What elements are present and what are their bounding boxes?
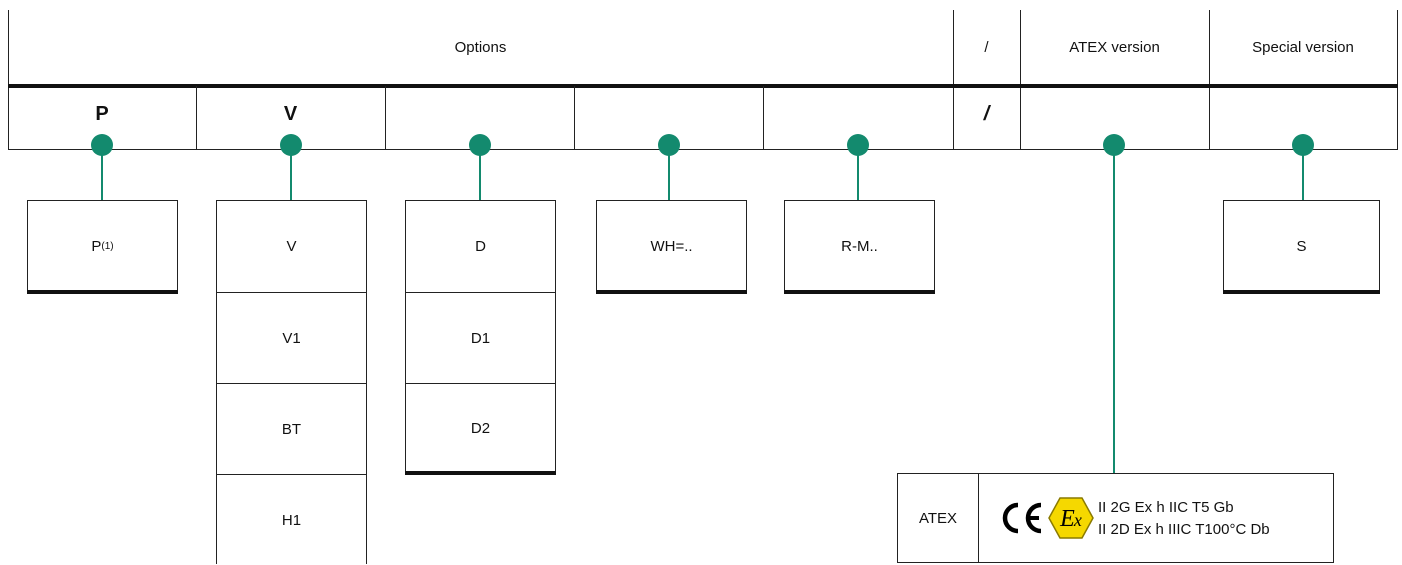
divider — [385, 86, 386, 150]
option-item: R-M.. — [841, 238, 878, 255]
connector-dot-wh — [658, 134, 680, 156]
option-p-label: P — [91, 238, 102, 255]
box-bottom-bar — [784, 290, 935, 294]
box-bottom-bar — [405, 471, 556, 475]
box-bottom-bar — [596, 290, 747, 294]
atex-divider — [978, 474, 979, 562]
options-header: Options — [454, 39, 507, 56]
option-item: V — [286, 238, 297, 255]
code-slash: / — [983, 103, 990, 125]
option-box-r: R-M.. — [784, 200, 935, 294]
connector-dot-v — [280, 134, 302, 156]
box-bottom-bar — [1223, 290, 1380, 294]
svg-text:Ex: Ex — [1059, 506, 1082, 532]
connector-stem-v — [290, 150, 292, 200]
divider — [1020, 10, 1021, 150]
option-item: BT — [217, 383, 366, 474]
atex-label: ATEX — [918, 509, 958, 527]
option-box-v: V V1 BT H1 — [216, 200, 367, 564]
connector-stem-atex — [1113, 150, 1115, 474]
option-box-d: D D1 D2 — [405, 200, 556, 475]
option-box-s: S — [1223, 200, 1380, 294]
atex-box: ATEX Ex II 2G Ex h IIC T5 Gb II 2D Ex h … — [897, 473, 1334, 563]
connector-dot-d — [469, 134, 491, 156]
slash-header: / — [984, 39, 989, 56]
connector-stem-s — [1302, 150, 1304, 200]
box-bottom-bar — [27, 290, 178, 294]
option-item: V1 — [217, 292, 366, 383]
option-item: D2 — [406, 383, 555, 472]
divider — [1397, 10, 1398, 150]
footnote-marker: (1) — [101, 241, 114, 252]
atex-version-header: ATEX version — [1069, 39, 1160, 56]
special-version-header: Special version — [1252, 39, 1354, 56]
connector-stem-r — [857, 150, 859, 200]
option-item: D1 — [406, 292, 555, 383]
code-v: V — [283, 103, 298, 125]
atex-marking-line-1: II 2G Ex h IIC T5 Gb — [1098, 499, 1234, 516]
connector-dot-s — [1292, 134, 1314, 156]
ce-mark-icon — [1002, 502, 1042, 534]
option-box-p: P(1) — [27, 200, 178, 294]
divider — [953, 10, 954, 150]
divider — [763, 86, 764, 150]
option-item: D — [475, 238, 486, 255]
header-grid: Options / ATEX version Special version P… — [0, 0, 1402, 150]
connector-stem-d — [479, 150, 481, 200]
connector-stem-p — [101, 150, 103, 200]
code-p: P — [95, 103, 109, 125]
code-row-bottom — [8, 149, 1398, 150]
divider — [196, 86, 197, 150]
divider — [1209, 10, 1210, 150]
divider — [8, 10, 9, 150]
option-box-wh: WH=.. — [596, 200, 747, 294]
option-item: S — [1296, 238, 1307, 255]
option-item: WH=.. — [650, 238, 693, 255]
connector-dot-p — [91, 134, 113, 156]
option-item: H1 — [217, 474, 366, 565]
divider — [574, 86, 575, 150]
option-item: P(1) — [28, 201, 177, 292]
atex-marking-line-2: II 2D Ex h IIIC T100°C Db — [1098, 521, 1270, 538]
header-separator — [8, 84, 1398, 88]
ex-mark-icon: Ex — [1048, 497, 1094, 539]
connector-stem-wh — [668, 150, 670, 200]
connector-dot-atex — [1103, 134, 1125, 156]
connector-dot-r — [847, 134, 869, 156]
